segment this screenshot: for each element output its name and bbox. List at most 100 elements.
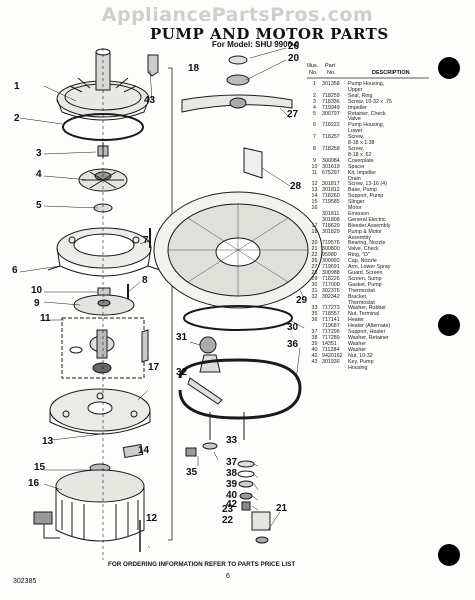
- part-illus-no: 22: [311, 252, 318, 259]
- binder-hole-bottom: [438, 544, 460, 566]
- part-illus-no: 33: [311, 305, 318, 312]
- part-description: Heater (Alternate): [348, 323, 391, 330]
- part-number: 718258: [322, 145, 340, 152]
- part-number: 719576: [322, 240, 340, 247]
- callout-42: 42: [226, 499, 238, 510]
- watermark: AppliancePartsPros.com: [101, 4, 374, 26]
- parts-row: 719687 Heater (Alternate): [307, 323, 429, 330]
- part-illus-no: 36: [311, 317, 318, 324]
- part-illus-no: 1: [313, 81, 316, 87]
- part-number: 719949: [322, 104, 340, 111]
- callout-26: 26: [288, 41, 300, 52]
- part-illus-no: 4: [313, 104, 316, 111]
- part-description: Pump & Motor: [348, 228, 382, 235]
- part-description: Screw,: [348, 134, 364, 141]
- part-number: 719691: [322, 264, 340, 271]
- part-illus-no: 12: [311, 181, 318, 188]
- part-illus-no: 27: [311, 264, 318, 271]
- part-illus-no: 43: [311, 358, 318, 365]
- parts-row: 8-18 x .62: [307, 152, 429, 159]
- part-description: Drain: [348, 175, 361, 182]
- part-description: Pump Housing,: [348, 122, 385, 129]
- part-description: Assembly: [348, 234, 371, 241]
- part-description: Washer: [348, 340, 367, 347]
- part-number: 301829: [322, 228, 340, 235]
- part-description: Bracket,: [348, 293, 368, 300]
- part-description: Valve, Check: [348, 246, 379, 253]
- part-description: Cap, Nozzle: [348, 258, 377, 265]
- part-illus-no: 2: [313, 92, 316, 99]
- part-description: Thermostat: [348, 299, 375, 306]
- part-description: Washer, Retainer: [348, 334, 389, 341]
- binder-hole-middle: [438, 314, 460, 336]
- callout-4: 4: [36, 169, 42, 180]
- callout-38: 38: [226, 468, 238, 479]
- part-number: 718260: [322, 193, 340, 200]
- binder-hole-top: [438, 57, 460, 79]
- nozzle-bearing: [226, 74, 250, 86]
- parts-row: 8-18 x 1.38: [307, 140, 429, 147]
- part-description: Support, Pump: [348, 193, 384, 200]
- part-description: Thermostat: [348, 287, 375, 294]
- part-description: Coverplate: [348, 157, 374, 164]
- part-description: Housing: [348, 364, 368, 371]
- callout-14: 14: [138, 445, 150, 456]
- part-illus-no: 28: [311, 270, 318, 276]
- part-description: 8-18 x 1.38: [348, 140, 375, 147]
- callout-23: 23: [222, 504, 234, 515]
- part-number: 719687: [322, 323, 340, 330]
- part-illus-no: 21: [311, 246, 318, 253]
- part-description: Screw, 13-16 (4): [348, 181, 387, 188]
- part-number: 301619: [322, 163, 340, 170]
- part-number: 718259: [322, 92, 340, 99]
- part-illus-no: 5: [313, 110, 316, 117]
- callout-8: 8: [142, 275, 148, 286]
- callout-1: 1: [14, 81, 20, 92]
- bleeder-assembly: [141, 329, 149, 363]
- part-number: 717273: [322, 305, 340, 312]
- part-description: Ring, "O": [348, 252, 370, 259]
- part-description: Gasket, Pump: [348, 281, 382, 288]
- part-illus-no: 14: [311, 193, 318, 200]
- callout-30: 30: [287, 322, 299, 333]
- callout-3: 3: [36, 148, 42, 159]
- part-description: Screw,: [348, 145, 364, 152]
- callout-31: 31: [176, 332, 188, 343]
- washer-stack: [237, 460, 255, 511]
- callout-7: 7: [143, 235, 149, 246]
- part-description: Base, Pump: [348, 187, 377, 194]
- part-number: 718257: [322, 134, 340, 141]
- callout-37: 37: [226, 457, 238, 468]
- part-number: 301936: [322, 358, 340, 365]
- parts-row: Upper: [307, 87, 429, 94]
- part-description: Washer: [348, 346, 367, 353]
- part-number: 302376: [322, 287, 340, 294]
- col-header-illus-no: No.: [309, 70, 318, 76]
- callout-16: 16: [28, 478, 40, 489]
- col-header-description: DESCRIPTION: [372, 70, 410, 76]
- thermostat: [199, 336, 217, 354]
- part-description: Arm, Lower Spray: [348, 264, 391, 271]
- callout-9: 9: [34, 298, 40, 309]
- part-illus-no: 11: [311, 169, 318, 176]
- part-description: Washer, Rubber: [348, 305, 387, 312]
- part-number: 300797: [322, 110, 340, 117]
- part-number: 300992: [322, 258, 340, 265]
- part-number: 14351: [322, 340, 337, 347]
